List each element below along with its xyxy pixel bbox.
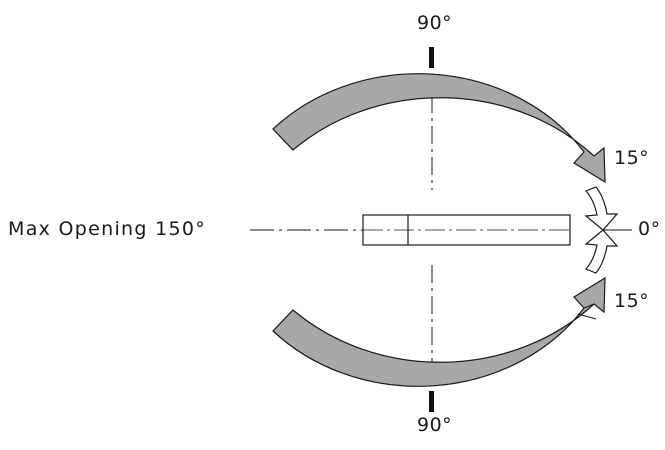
max-opening-label: Max Opening 150° — [8, 218, 207, 240]
upper-15-arrow — [584, 186, 619, 231]
top-angle-label: 90° — [417, 12, 453, 34]
zero-angle-label: 0° — [638, 218, 661, 240]
lower-15-arrow — [584, 229, 619, 274]
top-90-tick — [429, 47, 434, 68]
bottom-angle-label: 90° — [417, 414, 453, 436]
upper-small-angle-label: 15° — [614, 147, 650, 169]
upper-rotation-arc — [272, 73, 606, 184]
bottom-90-tick — [429, 391, 434, 412]
lower-rotation-arc — [272, 276, 606, 387]
lower-small-angle-label: 15° — [614, 290, 650, 312]
lower-arc-15-boundary — [577, 313, 597, 320]
lower-arc-segment-divider — [583, 303, 595, 309]
